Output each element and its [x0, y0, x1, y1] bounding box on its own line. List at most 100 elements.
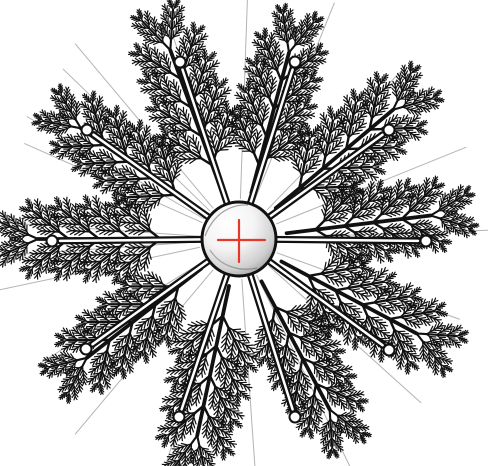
- dendrite-twig: [427, 178, 429, 181]
- dendrite-twig: [406, 371, 407, 374]
- dendrite-twig: [462, 229, 463, 234]
- dendrite-twig: [405, 250, 406, 256]
- dendrite-twig: [170, 0, 171, 3]
- dendrite-twig: [308, 49, 310, 55]
- dendrite-twig: [413, 211, 419, 214]
- dendrite-twig: [437, 187, 441, 188]
- dendrite-twig: [467, 221, 472, 223]
- dendrite-twig: [285, 16, 286, 21]
- dendrite-twig: [213, 136, 215, 143]
- dendrite-twig: [287, 348, 288, 355]
- dendrite-twig: [310, 115, 314, 117]
- dendrite-twig: [224, 138, 232, 139]
- dendrite-twig: [354, 347, 355, 350]
- dendrite-twig: [310, 30, 315, 32]
- dendrite-twig: [196, 71, 198, 77]
- dendrite-twig: [323, 126, 324, 133]
- dendrite-twig: [189, 118, 190, 126]
- dendrite-twig: [395, 146, 400, 147]
- dendrite-twig: [364, 267, 369, 269]
- dendrite-twig: [382, 305, 389, 306]
- dendrite-twig: [77, 102, 79, 106]
- dendrite-twig: [276, 57, 279, 63]
- dendrite-twig: [192, 81, 194, 88]
- dendrite-twig: [418, 210, 424, 213]
- dendrite-twig: [195, 138, 196, 145]
- dendrite-twig: [461, 334, 465, 335]
- dendrite-twig: [457, 190, 458, 195]
- dendrite-twig: [451, 191, 452, 196]
- dendrite-twig: [260, 65, 262, 71]
- dendrite-twig: [171, 2, 172, 6]
- dendrite-twig: [426, 314, 432, 315]
- dendrite-twig: [154, 174, 161, 175]
- dendrite-twig: [325, 115, 326, 121]
- dendrite-twig: [377, 186, 378, 191]
- dendrite-twig: [393, 274, 396, 275]
- dendrite-twig: [314, 426, 315, 432]
- dendrite-twig: [59, 128, 65, 129]
- dendrite-twig: [412, 188, 416, 189]
- dendrite-twig: [72, 94, 74, 97]
- dendrite-twig: [136, 43, 137, 46]
- dendrite-twig: [332, 344, 338, 346]
- dendrite-twig: [360, 407, 361, 411]
- dendrite-twig: [424, 180, 426, 185]
- dendrite-twig: [311, 35, 316, 37]
- dendrite-twig: [59, 109, 64, 110]
- dendrite-twig: [149, 48, 150, 54]
- dendrite-twig: [345, 378, 346, 383]
- dendrite-twig: [443, 375, 444, 378]
- dendrite-twig: [371, 353, 374, 357]
- dendrite-twig: [339, 364, 343, 365]
- dendrite-twig: [346, 380, 347, 384]
- dendrite-twig: [430, 337, 436, 338]
- dendrite-twig: [187, 136, 188, 143]
- dendrite-twig: [330, 106, 331, 109]
- dendrite-twig: [463, 334, 467, 335]
- dendrite-twig: [204, 49, 205, 52]
- dendrite-twig: [445, 359, 450, 360]
- dendrite-twig: [300, 79, 302, 85]
- dendrite-twig: [309, 353, 310, 358]
- dendrite-twig: [188, 65, 195, 66]
- dendrite-twig: [281, 51, 284, 55]
- dendrite-twig: [90, 98, 91, 102]
- dendrite-twig: [276, 327, 277, 334]
- dendrite-twig: [323, 145, 325, 153]
- dendrite-twig: [386, 281, 391, 283]
- dendrite-twig: [350, 270, 357, 271]
- dendrite-twig: [417, 255, 418, 258]
- dendrite-twig: [393, 303, 400, 304]
- dendrite-twig: [132, 142, 139, 143]
- dendrite-twig: [32, 123, 35, 124]
- dendrite-twig: [368, 188, 371, 194]
- dendrite-twig: [132, 60, 136, 62]
- dendrite-twig: [293, 81, 295, 87]
- dendrite-twig: [287, 104, 289, 110]
- dendrite-twig: [177, 108, 178, 115]
- dendrite-twig: [277, 12, 278, 17]
- dendrite-twig: [99, 181, 104, 182]
- dendrite-twig: [136, 128, 137, 133]
- dendrite-twig: [454, 214, 458, 215]
- dendrite-twig: [115, 194, 119, 195]
- dendrite-twig: [206, 88, 213, 89]
- dendrite-twig: [400, 227, 404, 229]
- dendrite-twig: [419, 105, 425, 107]
- dendrite-twig: [374, 166, 379, 167]
- dendrite-twig: [442, 100, 444, 101]
- dendrite-twig: [409, 320, 416, 321]
- dendrite-twig: [149, 116, 153, 118]
- dendrite-twig: [143, 131, 145, 137]
- dendrite-twig: [315, 398, 316, 405]
- dendrite-twig: [112, 137, 119, 138]
- dendrite-twig: [141, 66, 145, 68]
- dendrite-twig: [424, 93, 425, 99]
- dendrite-twig: [371, 93, 372, 99]
- dendrite-twig: [253, 138, 256, 145]
- dendrite-twig: [170, 21, 171, 27]
- dendrite-twig: [183, 37, 184, 41]
- dendrite-twig: [433, 201, 437, 202]
- dendrite-twig: [378, 303, 385, 304]
